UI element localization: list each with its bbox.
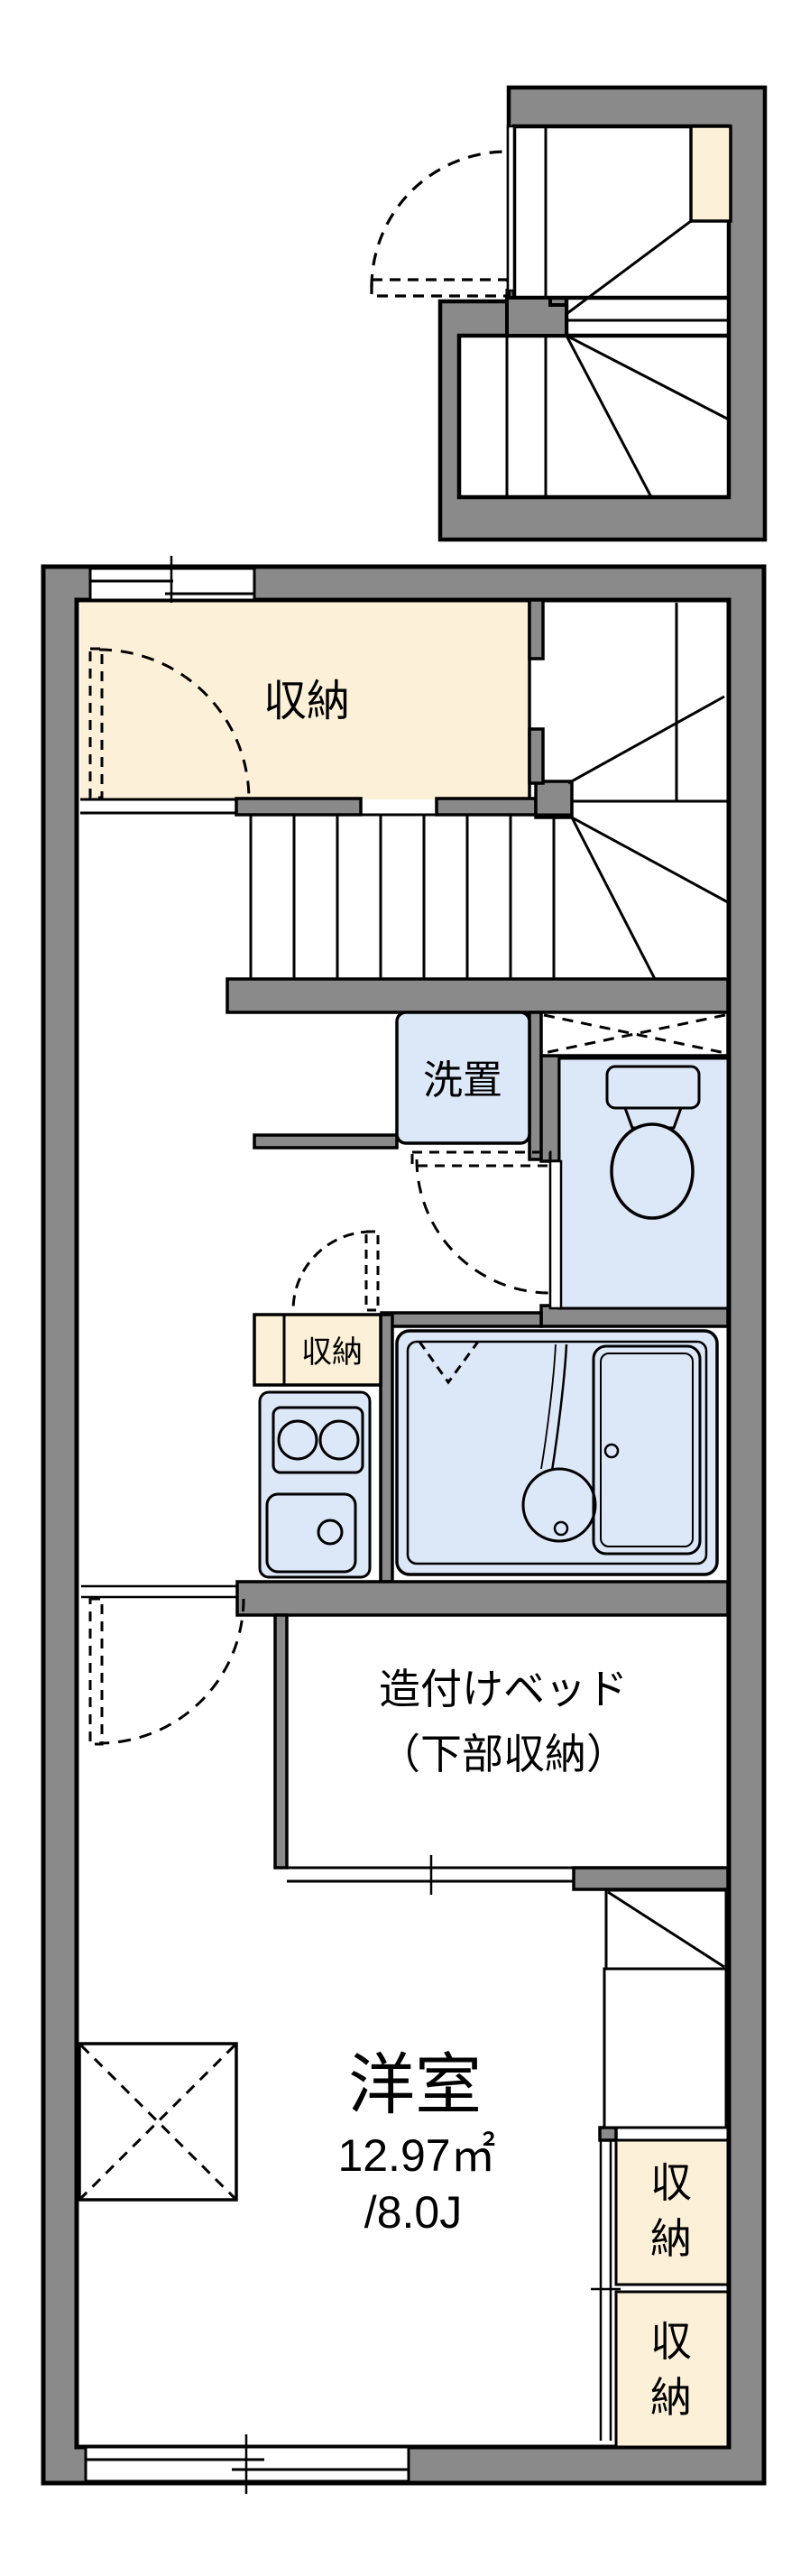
- entry-stair-section: [370, 85, 768, 542]
- washer-room: 洗置: [395, 1011, 531, 1145]
- wall-below-stairs: [226, 977, 730, 1014]
- wall-bed-left: [273, 1613, 289, 1870]
- upper-storage-label: 収納: [263, 678, 350, 725]
- bed-label-line1: 造付けベッド: [379, 1666, 628, 1713]
- entry-door-swing: [370, 150, 509, 298]
- kitchen-door-swing: [291, 1230, 380, 1312]
- dashed-x-square: [78, 2042, 238, 2202]
- wall-strip-above-gap: [528, 598, 545, 660]
- washer-label: 洗置: [423, 1058, 502, 1103]
- corner-counter-box: [604, 1888, 728, 1971]
- room-name-label: 洋室: [348, 2047, 482, 2122]
- sink-drain: [317, 1519, 344, 1546]
- internal-walls: [226, 598, 730, 2142]
- wall-bed-top: [235, 1580, 730, 1617]
- stove-burner-left: [277, 1419, 318, 1461]
- built-in-bed: 造付けベッド （下部収納）: [287, 1666, 628, 1895]
- closet-upper-label: 収納: [650, 2159, 692, 2262]
- closet-upper: 収納: [614, 2138, 730, 2286]
- bath-room: [395, 1329, 719, 1576]
- bed-label-line2: （下部収納）: [379, 1731, 628, 1777]
- kitchen-counter: [258, 1390, 372, 1579]
- closet-lower: 収納: [614, 2290, 730, 2449]
- western-room-labels: 洋室 12.97㎡ /8.0J: [337, 2047, 495, 2238]
- entry-stair-treads: [505, 126, 730, 498]
- kitchen-storage-label: 収納: [301, 1335, 363, 1370]
- wall-strip-below-gap: [528, 727, 545, 785]
- upper-storage-door-swing: [88, 647, 251, 800]
- washbasin: [521, 1343, 597, 1543]
- tall-cabinet-box: [603, 1967, 728, 2129]
- stair-hub-post: [505, 296, 568, 337]
- closet-sliding-doors: [591, 2140, 621, 2441]
- toilet-door: [548, 1159, 563, 1310]
- closet-lower-label: 収納: [650, 2318, 692, 2421]
- bottom-window: [84, 2434, 410, 2494]
- toilet-room: [548, 1057, 730, 1310]
- lavatory-door-swing: [410, 1150, 552, 1295]
- stove-burner-right: [318, 1419, 360, 1461]
- wall-stair-hub: [534, 780, 574, 819]
- bathtub: [592, 1344, 702, 1556]
- wall-storage-bottom-a: [235, 797, 363, 817]
- wall-closet-stub: [598, 2126, 618, 2142]
- wall-bath-top: [380, 1311, 543, 1328]
- kitchen-storage-box: 収納: [253, 1313, 382, 1387]
- room-tatami-label: /8.0J: [364, 2187, 462, 2238]
- wall-kitchen-divider: [379, 1313, 394, 1583]
- bath-folding-door: [418, 1341, 480, 1385]
- sink: [265, 1492, 357, 1574]
- entry-door-jamb: [506, 125, 516, 292]
- wall-bed-bottom-right: [572, 1866, 730, 1891]
- room-area-label: 12.97㎡: [337, 2130, 495, 2181]
- toilet-icon: [605, 1065, 701, 1220]
- stove: [272, 1406, 364, 1474]
- top-window: [88, 556, 256, 617]
- wall-washer-stub: [253, 1133, 399, 1150]
- overhead-shelf-box: [539, 1011, 730, 1057]
- upper-storage-room: 収納: [80, 601, 531, 815]
- bed-front-opening: [287, 1855, 574, 1895]
- main-unit-section: 収納: [41, 556, 767, 2494]
- wall-storage-bottom-b: [435, 797, 538, 817]
- entry-storage-box: [689, 125, 732, 223]
- main-staircase: [236, 603, 729, 980]
- wall-toilet-left: [539, 1054, 561, 1163]
- bedroom-door: [81, 1584, 245, 1746]
